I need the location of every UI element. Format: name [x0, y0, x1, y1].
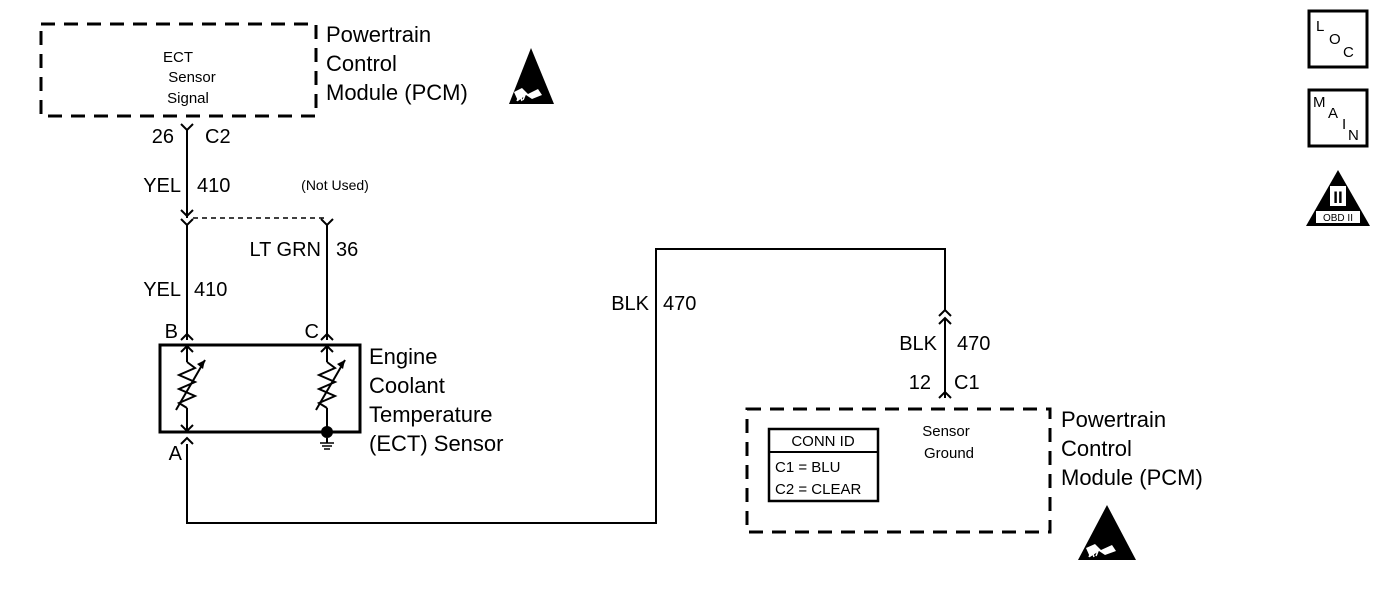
terminal-a-symbol	[180, 436, 194, 445]
pcm-top-name-line-2: Control	[326, 51, 397, 76]
wire-yel-upper-circuit: 410	[197, 175, 230, 197]
esd-warning-icon	[1078, 505, 1136, 560]
wire-lt-grn-color: LT GRN	[250, 239, 322, 261]
thermistor-right-icon	[315, 344, 346, 450]
wires: YEL 410 (Not Used) YEL 410 LT GRN 36 BLK…	[143, 123, 990, 524]
wire-blk-left-color: BLK	[611, 293, 649, 315]
pcm-top-signal-line-1: ECT	[163, 49, 193, 66]
wire-blk-left-circuit: 470	[663, 293, 696, 315]
terminal-c-label: C	[305, 321, 319, 343]
ect-sensor-name-line-1: Engine	[369, 344, 438, 369]
obd-numeral: II	[1333, 188, 1342, 207]
terminal-a-label: A	[169, 443, 183, 465]
loc-letter-c: C	[1343, 44, 1354, 61]
wire-blk-right-circuit: 470	[957, 333, 990, 355]
loc-letter-o: O	[1329, 31, 1341, 48]
wire-blk-ground	[186, 248, 946, 524]
main-letter-m: M	[1313, 94, 1326, 111]
pcm-bottom-name-line-2: Control	[1061, 436, 1132, 461]
connector-c2-symbol	[180, 123, 194, 132]
pcm-bottom-pin: 12	[909, 372, 931, 394]
conn-id-row-2: C2 = CLEAR	[775, 481, 861, 498]
wire-lt-grn-circuit: 36	[336, 239, 358, 261]
thermistor-left-icon	[175, 344, 206, 433]
pcm-bottom-ground-line-1: Sensor	[922, 423, 970, 440]
ect-sensor-box	[158, 343, 362, 434]
loc-icon[interactable]: L O C	[1307, 9, 1369, 69]
pcm-top-pin: 26	[152, 126, 174, 148]
wire-yel-lower-color: YEL	[143, 279, 181, 301]
main-letter-a: A	[1328, 105, 1338, 122]
pcm-top-signal-line-3: Signal	[167, 90, 209, 107]
wire-blk-right-color: BLK	[899, 333, 937, 355]
pcm-bottom-name-line-3: Module (PCM)	[1061, 465, 1203, 490]
obd-label: OBD II	[1323, 213, 1353, 224]
pcm-bottom: 12 C1 Sensor Ground CONN ID C1 = BLU C2 …	[745, 372, 1203, 560]
inline-connector-right-top	[938, 308, 952, 317]
main-letter-n: N	[1348, 127, 1359, 144]
ect-sensor-name-line-2: Coolant	[369, 373, 445, 398]
esd-warning-icon	[509, 48, 554, 104]
connector-c1-symbol	[938, 390, 952, 399]
ect-sensor-name-line-4: (ECT) Sensor	[369, 431, 503, 456]
loc-letter-l: L	[1316, 18, 1324, 35]
pcm-top-connector: C2	[205, 126, 231, 148]
pcm-bottom-name-line-1: Powertrain	[1061, 407, 1166, 432]
pcm-top-signal-line-2: Sensor	[168, 69, 216, 86]
ect-sensor-name-line-3: Temperature	[369, 402, 493, 427]
conn-id-row-1: C1 = BLU	[775, 459, 840, 476]
main-letter-i: I	[1342, 116, 1346, 133]
conn-id-title: CONN ID	[791, 433, 855, 450]
not-used-label: (Not Used)	[301, 177, 369, 193]
inline-connector-bottom	[180, 218, 194, 227]
wire-yel-upper-color: YEL	[143, 175, 181, 197]
inline-connector-top	[180, 209, 194, 218]
conn-id-table: CONN ID C1 = BLU C2 = CLEAR	[767, 427, 880, 503]
terminal-b-label: B	[165, 321, 178, 343]
obd-ii-icon[interactable]: II OBD II	[1306, 170, 1370, 226]
pcm-bottom-box	[745, 407, 1052, 534]
inline-connector-c	[320, 218, 334, 227]
pcm-top-name-line-3: Module (PCM)	[326, 80, 468, 105]
terminal-b-symbol	[180, 332, 194, 341]
main-icon[interactable]: M A I N	[1307, 88, 1369, 148]
terminal-c-symbol	[320, 332, 334, 341]
pcm-top: ECT Sensor Signal Powertrain Control Mod…	[39, 22, 554, 148]
pcm-bottom-connector: C1	[954, 372, 980, 394]
pcm-top-name-line-1: Powertrain	[326, 22, 431, 47]
pcm-bottom-ground-line-2: Ground	[924, 445, 974, 462]
wire-yel-lower-circuit: 410	[194, 279, 227, 301]
ect-sensor: B C A Engine Coolant Tem	[158, 321, 503, 465]
